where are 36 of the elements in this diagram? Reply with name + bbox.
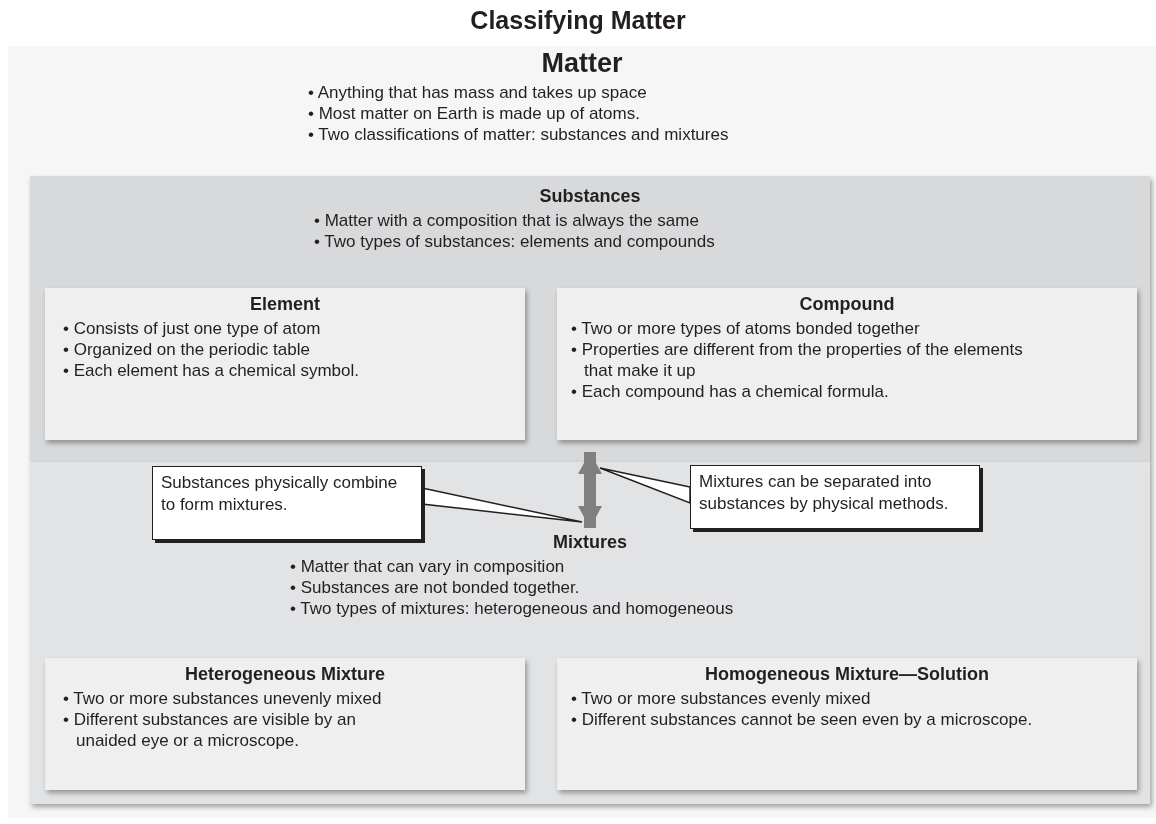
homogeneous-box bbox=[557, 658, 1137, 790]
bullet-item: • Two or more substances evenly mixed bbox=[571, 688, 871, 709]
heading: Matter bbox=[541, 48, 623, 79]
bullet-item: • Two types of substances: elements and compounds bbox=[314, 231, 715, 252]
heading: Homogeneous Mixture—Solution bbox=[705, 664, 989, 685]
heading: Element bbox=[250, 294, 320, 315]
heading: Mixtures bbox=[553, 532, 627, 553]
bullet-item: • Different substances are visible by an unaided eye or a microscope. bbox=[63, 709, 357, 751]
bullet-item: • Most matter on Earth is made up of atoms. bbox=[308, 103, 640, 124]
heading: Heterogeneous Mixture bbox=[184, 664, 385, 685]
double-arrow bbox=[578, 452, 602, 528]
bullet-item: • Each compound has a chemical formula. bbox=[571, 381, 889, 402]
heterogeneous-box bbox=[45, 658, 525, 790]
bullet-item: • Matter that can vary in composition bbox=[290, 556, 565, 577]
substances-panel bbox=[30, 176, 1150, 462]
leader-line bbox=[599, 467, 691, 504]
heading: Compound bbox=[799, 294, 895, 315]
bullet-item: • Consists of just one type of atom bbox=[63, 318, 321, 339]
bullet-item: • Substances are not bonded together. bbox=[290, 577, 580, 598]
callout-box: Substances physically combine to form mixtures. bbox=[152, 466, 422, 540]
bullet-item: • Anything that has mass and takes up space bbox=[308, 82, 647, 103]
diagram-title: Classifying Matter bbox=[469, 6, 687, 35]
bullet-item: • Two or more substances unevenly mixed bbox=[63, 688, 382, 709]
bullet-item: • Two classifications of matter: substances and mixtures bbox=[308, 124, 729, 145]
heading: Substances bbox=[539, 186, 641, 207]
bullet-item: • Different substances cannot be seen even by a microscope. bbox=[571, 709, 1033, 730]
bullet-item: • Two types of mixtures: heterogeneous and homogeneous bbox=[290, 598, 734, 619]
bullet-item: • Two or more types of atoms bonded together bbox=[571, 318, 920, 339]
matter-panel bbox=[8, 46, 1156, 818]
mixtures-panel bbox=[30, 462, 1150, 804]
compound-box bbox=[557, 288, 1137, 440]
bullet-item: • Organized on the periodic table bbox=[63, 339, 310, 360]
bullet-item: • Each element has a chemical symbol. bbox=[63, 360, 360, 381]
element-box bbox=[45, 288, 525, 440]
bullet-item: • Properties are different from the properties of the elements that make it up bbox=[571, 339, 1024, 381]
bullet-item: • Matter with a composition that is always the same bbox=[314, 210, 699, 231]
